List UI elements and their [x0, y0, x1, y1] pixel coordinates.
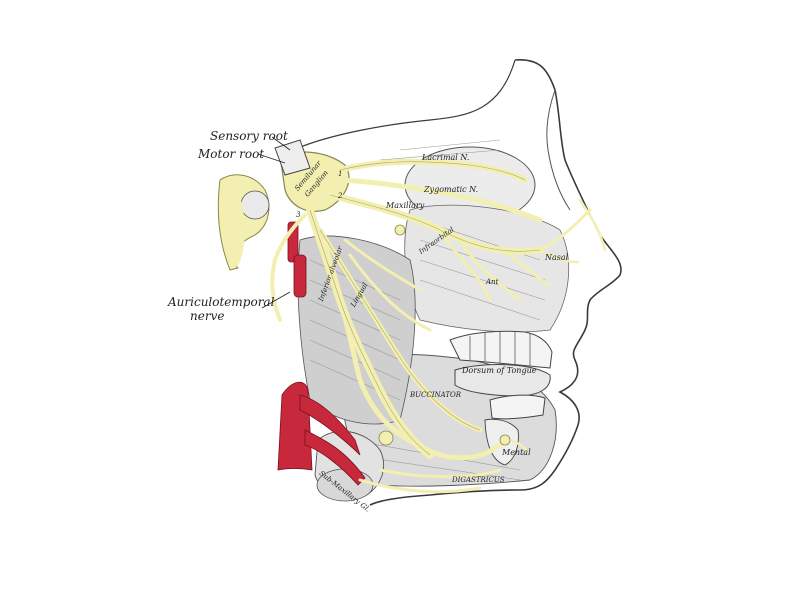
nerve-outlines — [309, 161, 541, 456]
label-motor-root: Motor root — [198, 147, 265, 161]
leader-motor-root — [257, 153, 286, 164]
label-zygomatic: Zygomatic N. — [424, 185, 479, 194]
arteries — [277, 221, 366, 486]
label-sensory-root: Sensory root — [210, 129, 288, 143]
ganglion-node-3 — [499, 434, 511, 446]
label-nasal: Nasal — [545, 253, 569, 262]
lower-teeth — [489, 394, 546, 420]
label-number-2: 2 — [338, 192, 343, 200]
face-profile-outline — [369, 59, 622, 506]
label-mental: Mental — [502, 448, 531, 457]
artery-carotid — [277, 381, 313, 471]
tongue — [454, 364, 551, 397]
artery-branch — [299, 394, 361, 456]
auriculotemporal-nerve — [270, 213, 307, 322]
label-digastricus: DIGASTRICUS — [452, 476, 505, 484]
label-number-3: 3 — [296, 211, 301, 219]
label-dorsum-of-tongue: Dorsum of Tongue — [462, 366, 537, 375]
upper-teeth — [449, 330, 553, 369]
skull-outline — [297, 59, 516, 149]
teeth-lines — [469, 332, 531, 366]
leader-lines — [257, 136, 291, 309]
ganglia — [378, 224, 511, 446]
ganglion-node-1 — [394, 224, 406, 236]
label-auriculotemporal-line2: nerve — [190, 309, 225, 323]
leader-auriculotemporal — [261, 291, 291, 309]
nasal-nerve — [578, 198, 607, 252]
label-number-1: 1 — [338, 170, 343, 178]
zygomatic-nerve — [337, 177, 543, 223]
label-lacrimal: Lacrimal N. — [422, 153, 470, 162]
label-buccinator: BUCCINATOR — [410, 391, 461, 399]
label-auriculotemporal-line1: Auriculotemporal — [168, 295, 275, 309]
artery-temporal — [293, 254, 307, 298]
nasal-bone — [546, 89, 571, 211]
label-ant: Ant — [486, 278, 499, 286]
label-maxillary: Maxillary — [386, 201, 425, 210]
sensory-root-bundle — [274, 139, 311, 176]
artery-facial — [304, 429, 366, 486]
ear-canal — [240, 190, 270, 220]
leader-sensory-root — [271, 136, 291, 151]
ganglion-node-2 — [378, 430, 394, 446]
